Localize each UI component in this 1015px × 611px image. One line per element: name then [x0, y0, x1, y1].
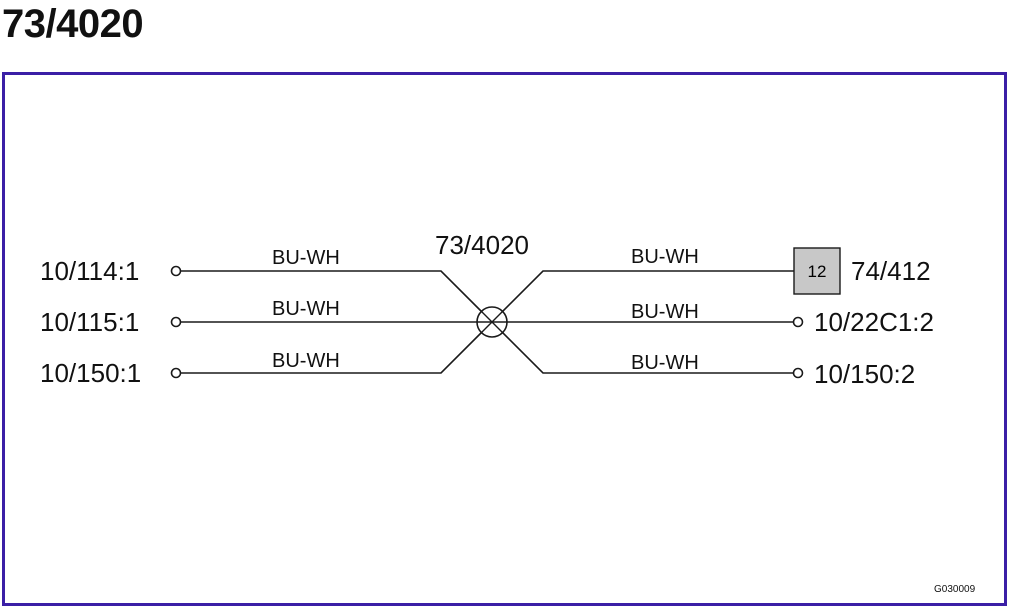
terminal-icon	[170, 316, 182, 328]
right-wire-2: BU-WH 10/22C1:2	[492, 301, 934, 337]
connector-box	[793, 247, 841, 295]
wire-color-label: BU-WH	[272, 350, 340, 372]
figure-code: G030009	[934, 584, 976, 595]
splice-label: 73/4020	[435, 230, 529, 260]
pin-label: 10/150:2	[814, 359, 915, 389]
wire-path	[181, 270, 493, 323]
wire-path	[181, 321, 493, 374]
right-wire-3: BU-WH 10/150:2	[491, 321, 915, 389]
left-wire-1: BU-WH 10/114:1	[40, 247, 493, 323]
connector-pin-number: 12	[808, 262, 827, 281]
pin-label: 74/412	[851, 256, 931, 286]
wire-color-label: BU-WH	[272, 298, 340, 320]
pin-label: 10/115:1	[40, 307, 139, 337]
terminal-icon	[170, 265, 182, 277]
pin-label: 10/150:1	[40, 358, 141, 388]
left-wire-3: BU-WH 10/150:1	[40, 321, 493, 388]
terminal-icon	[792, 367, 804, 379]
right-wire-1: 12 BU-WH 74/412	[491, 246, 931, 323]
wire-color-label: BU-WH	[272, 247, 340, 269]
wire-color-label: BU-WH	[631, 301, 699, 323]
terminal-icon	[170, 367, 182, 379]
diagram-frame	[2, 72, 1007, 606]
splice-node: 73/4020	[435, 230, 529, 338]
wire-path	[491, 270, 794, 323]
wire-path	[491, 321, 793, 374]
wire-color-label: BU-WH	[631, 246, 699, 268]
terminal-icon	[792, 316, 804, 328]
pin-label: 10/114:1	[40, 256, 139, 286]
page-title: 73/4020	[2, 2, 144, 46]
wire-color-label: BU-WH	[631, 352, 699, 374]
pin-label: 10/22C1:2	[814, 307, 934, 337]
left-wire-2: BU-WH 10/115:1	[40, 298, 492, 337]
